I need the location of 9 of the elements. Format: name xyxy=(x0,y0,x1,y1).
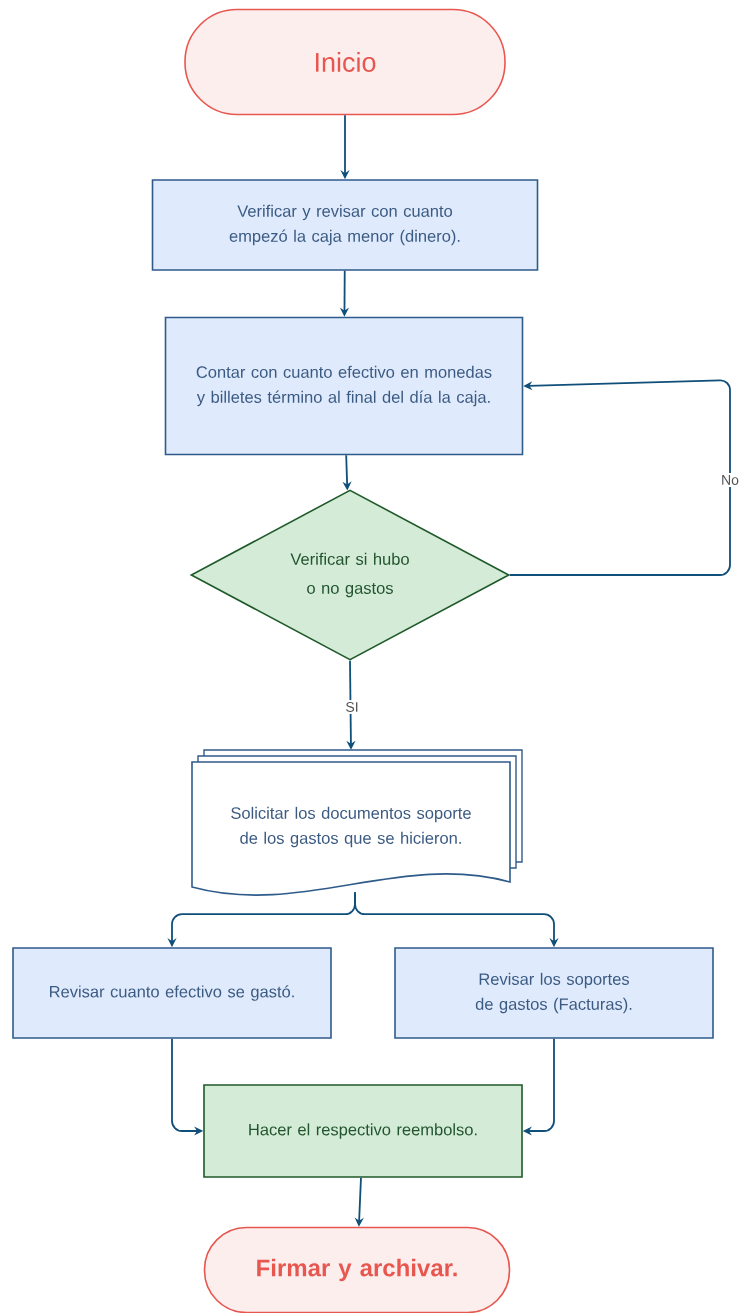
arrow xyxy=(508,379,731,576)
process-box: Revisar cuanto efectivo se gastó. xyxy=(12,947,332,1039)
document-stack: Solicitar los documentos soporte de los gastos que se hicieron. xyxy=(191,749,523,896)
process-box: Revisar los soportes de gastos (Facturas). xyxy=(394,947,714,1039)
edge-label: SI xyxy=(343,700,361,714)
process-box: Contar con cuanto efectivo en monedas y billetes término al final del día la caja. xyxy=(164,316,524,456)
edge-label: No xyxy=(719,473,740,487)
process-box: Hacer el respectivo reembolso. xyxy=(203,1084,523,1178)
process-box: Verificar y revisar con cuanto empezó la caja menor (dinero). xyxy=(151,179,539,271)
